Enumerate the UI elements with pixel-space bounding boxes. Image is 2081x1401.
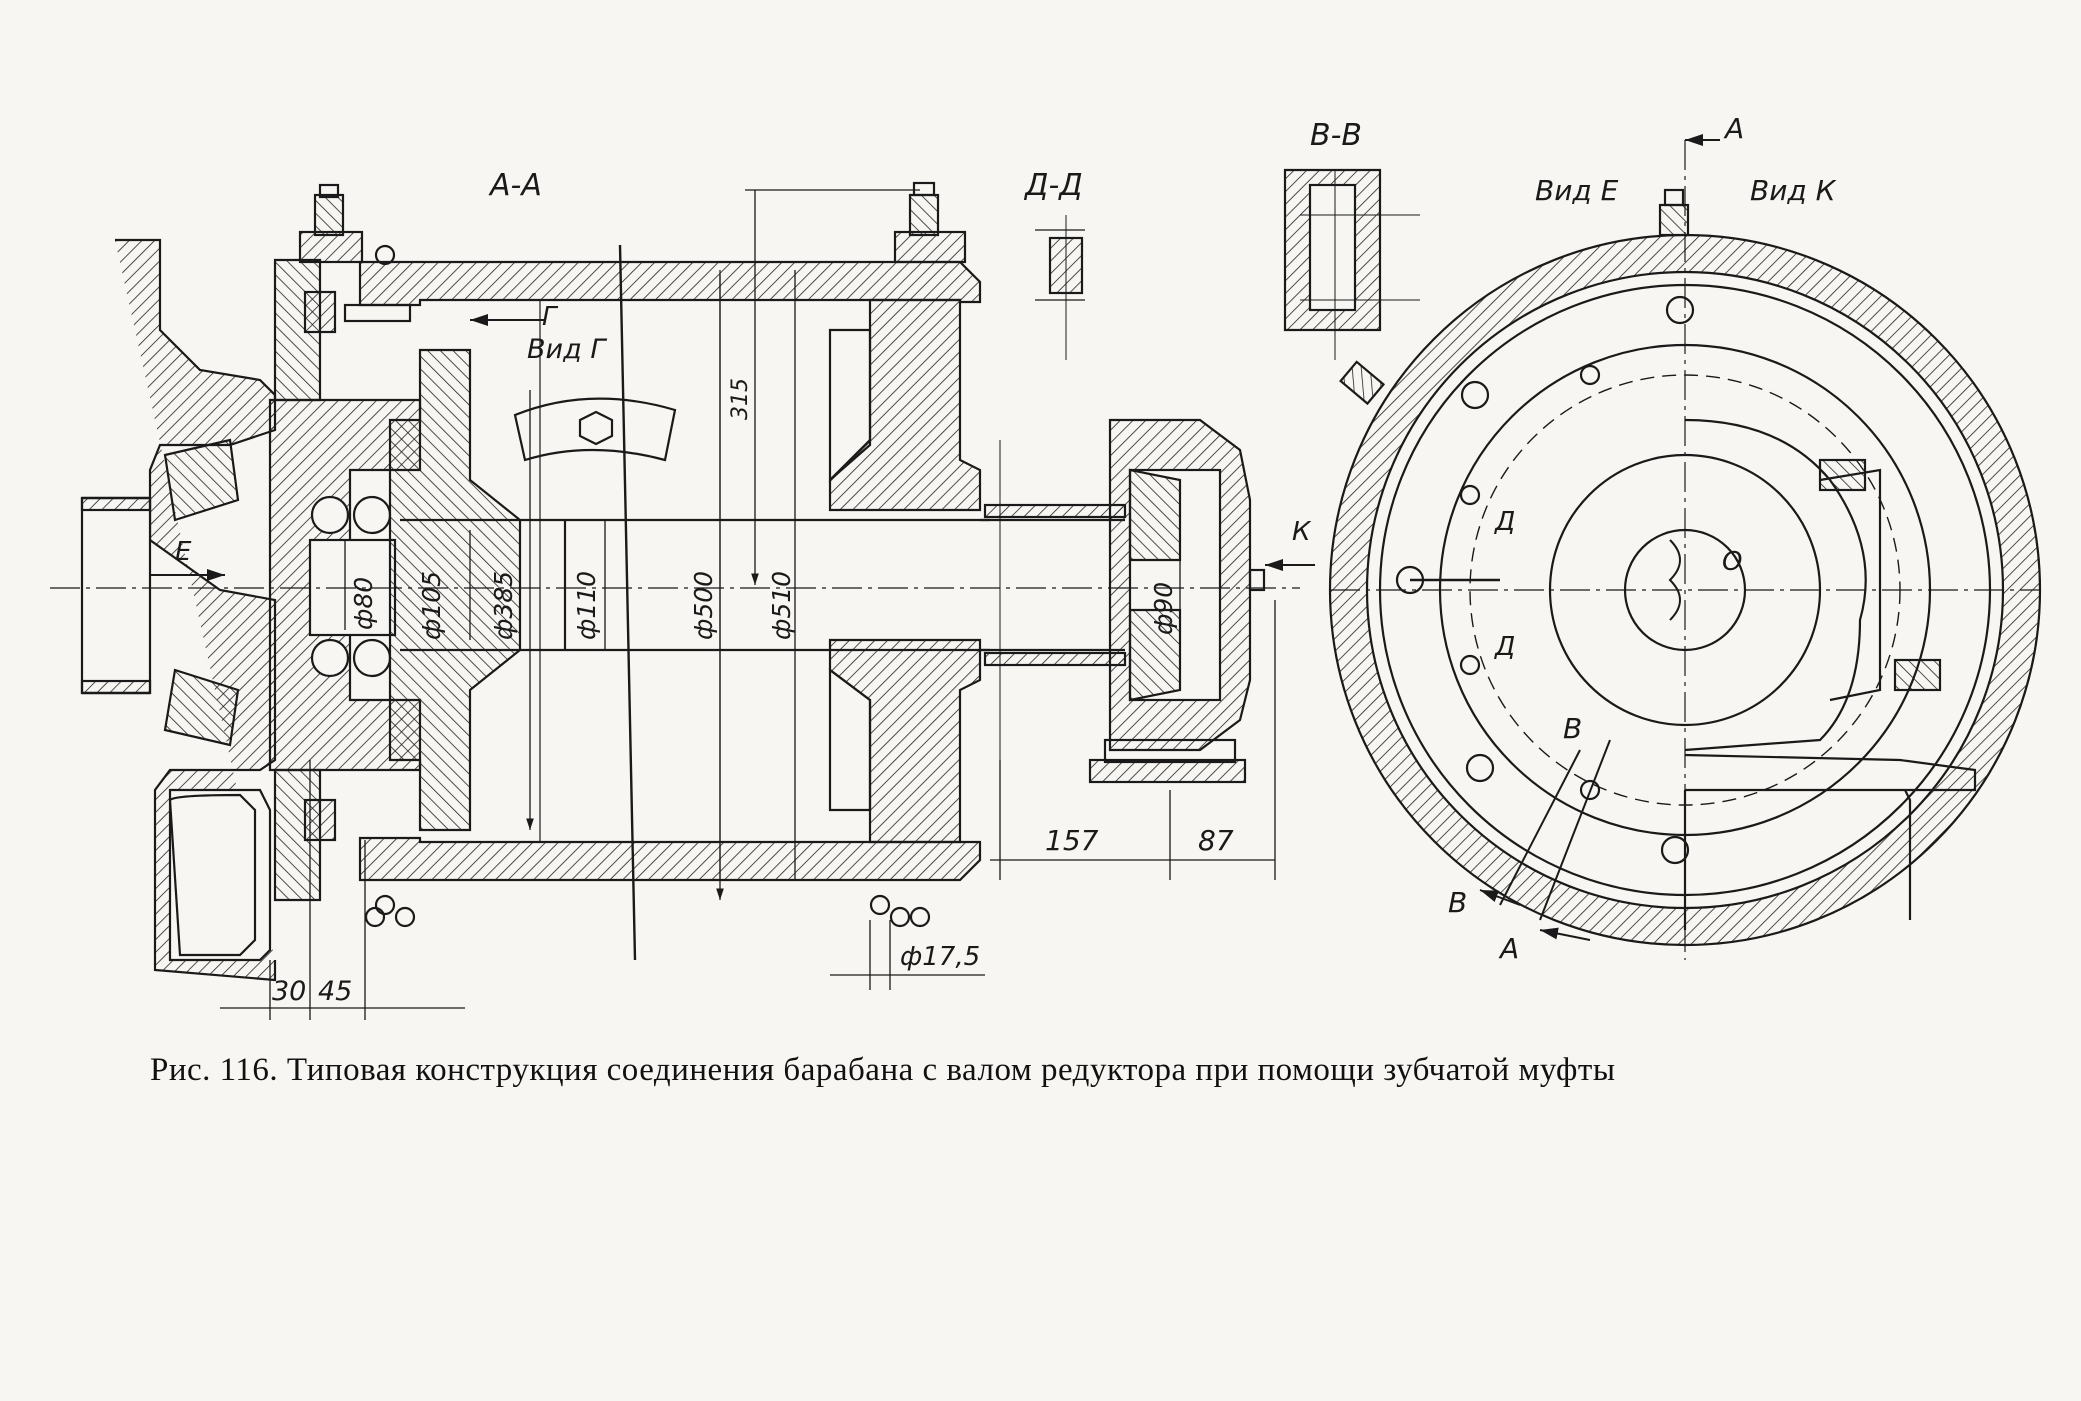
- gearbox-housing: [115, 238, 277, 982]
- section-dd-detail: [1035, 215, 1085, 360]
- dim-d110: ф110: [572, 571, 601, 640]
- dim-l87: 87: [1198, 824, 1234, 857]
- label-section-aa: А-А: [488, 168, 542, 203]
- label-section-dd: Д-Д: [1023, 168, 1083, 203]
- dim-d385: ф385: [489, 571, 518, 640]
- center-lines: [50, 140, 2040, 960]
- mark-g-arrow: Г: [542, 302, 559, 332]
- mark-d-lower: Д: [1494, 632, 1515, 662]
- view-g-segment: [513, 397, 677, 462]
- section-bb-detail: [1283, 168, 1420, 360]
- dim-l157: 157: [1045, 824, 1099, 857]
- dim-l315: 315: [728, 378, 753, 420]
- dimension-lines: [220, 189, 1276, 1020]
- mark-e-arrow: Е: [175, 537, 192, 567]
- mark-a-top: А: [1723, 112, 1744, 145]
- figure-caption: Рис. 116. Типовая конструкция соединения…: [150, 1052, 1616, 1088]
- mark-b-lower: В: [1448, 886, 1467, 919]
- mark-a-bottom: А: [1498, 932, 1519, 965]
- mark-k-arrow: К: [1292, 517, 1312, 547]
- input-shaft-tube: [80, 496, 152, 695]
- dim-d105: ф105: [417, 571, 446, 640]
- section-cut-lines: [618, 244, 1001, 961]
- label-section-vv: В-В: [1310, 118, 1362, 153]
- label-view-k: Вид К: [1750, 174, 1837, 207]
- drum-shaft: [400, 503, 1127, 667]
- right-flange-bolt: [869, 181, 967, 928]
- mark-o-center: О: [1722, 547, 1742, 577]
- dim-l30: 30: [272, 976, 306, 1007]
- dim-l45: 45: [318, 976, 352, 1007]
- label-view-g: Вид Г: [527, 334, 607, 365]
- view-arrows: [150, 134, 1720, 941]
- dim-d17-5: ф17,5: [900, 942, 980, 972]
- drum-shell: [358, 260, 982, 882]
- left-tapered-bearings: [163, 438, 240, 747]
- dim-d90: ф90: [1149, 582, 1178, 635]
- left-flange-bolts: [298, 183, 416, 928]
- mark-b-upper: В: [1563, 712, 1582, 745]
- labels: А-А Д-Д В-В Вид Е Вид К Вид Г Г Е К А А …: [175, 112, 1837, 1007]
- dim-d80: ф80: [349, 577, 378, 630]
- dim-d510: ф510: [767, 571, 796, 640]
- dim-d500: ф500: [689, 571, 718, 640]
- mark-d-upper: Д: [1494, 507, 1515, 537]
- end-view-top-bolt: [1339, 188, 1690, 406]
- label-view-e: Вид Е: [1535, 174, 1619, 207]
